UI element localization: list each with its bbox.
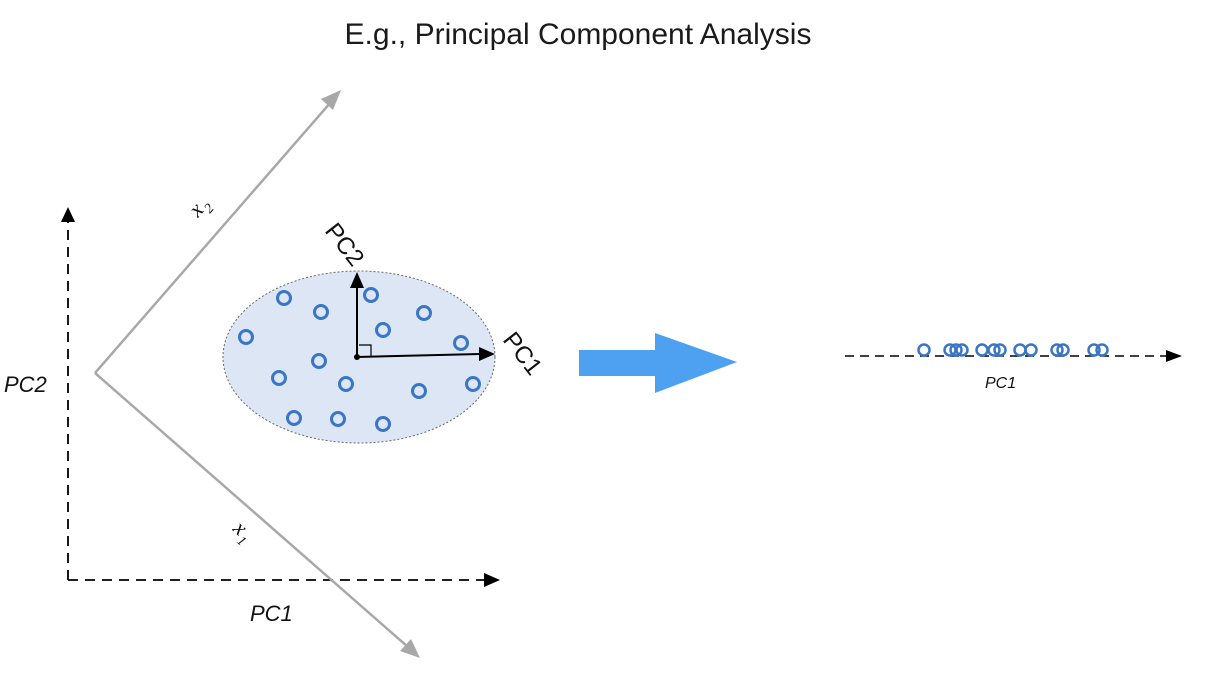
- x1-axis-arrowhead: [400, 639, 420, 658]
- pc1-vector-arrowhead: [479, 347, 495, 361]
- pc2-axis-arrowhead: [61, 207, 75, 222]
- x1-label: x 1: [228, 514, 253, 549]
- pc1-axis-arrowhead: [484, 573, 500, 587]
- projected-point: [1095, 343, 1109, 357]
- projected-point: [1050, 343, 1064, 357]
- projected-point: [955, 343, 969, 357]
- page-title: E.g., Principal Component Analysis: [345, 18, 812, 51]
- scatter-point: [453, 335, 469, 351]
- scatter-point: [311, 353, 327, 369]
- scatter-point: [271, 370, 287, 386]
- projected-point: [1013, 343, 1027, 357]
- projected-point: [949, 343, 963, 357]
- scatter-point: [416, 305, 432, 321]
- x2-label: x 2: [182, 197, 217, 222]
- projected-point: [987, 343, 1001, 357]
- pc1-vector-label: PC1: [497, 327, 547, 380]
- projected-point: [975, 343, 989, 357]
- scatter-point: [313, 304, 329, 320]
- scatter-point: [338, 376, 354, 392]
- left-axes: PC2 PC1: [4, 207, 500, 626]
- pc1-vector-line: [356, 353, 481, 358]
- x1-axis-line: [94, 372, 409, 648]
- scatter-point: [363, 287, 379, 303]
- scatter-point: [465, 376, 481, 392]
- right-angle-marker: [359, 344, 372, 357]
- x2-axis-arrowhead: [321, 90, 341, 110]
- projected-pc1-axis-arrowhead: [1166, 350, 1182, 362]
- scatter-point: [411, 383, 427, 399]
- scatter-point: [238, 329, 254, 345]
- projected-point: [993, 343, 1007, 357]
- x2-axis-line: [94, 101, 332, 374]
- scatter-point: [375, 416, 391, 432]
- scatter-point: [375, 322, 391, 338]
- left-scatter-points: [238, 287, 481, 432]
- projected-point: [1087, 343, 1101, 357]
- projected-point: [1024, 343, 1038, 357]
- transform-arrow: [579, 333, 737, 393]
- scatter-point: [330, 411, 346, 427]
- projected-points: [917, 343, 1109, 357]
- pc2-vector-label: PC2: [319, 218, 369, 271]
- projected-point: [1056, 343, 1070, 357]
- scatter-point: [286, 410, 302, 426]
- scatter-point: [276, 290, 292, 306]
- pc2-vector-arrowhead: [350, 272, 364, 288]
- projected-point: [917, 343, 931, 357]
- pc1-axis-label: PC1: [250, 601, 293, 626]
- origin-dot: [354, 354, 360, 360]
- projected-pc1-label: PC1: [985, 375, 1016, 392]
- right-panel: PC1: [845, 343, 1182, 392]
- pc2-axis-label: PC2: [4, 372, 47, 397]
